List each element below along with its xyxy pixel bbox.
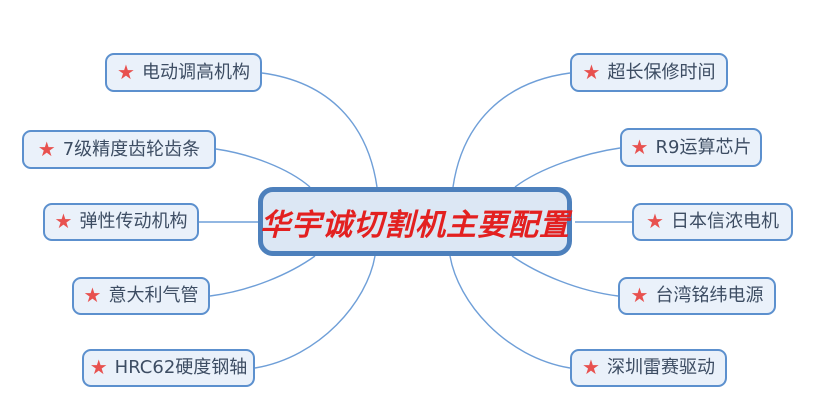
topic-label: HRC62硬度钢轴 [114, 357, 248, 378]
star-icon: ★ [54, 209, 73, 233]
star-icon: ★ [582, 59, 601, 84]
topic-label: 电动调高机构 [141, 61, 250, 83]
star-icon: ★ [37, 136, 56, 161]
connector-warranty [452, 72, 571, 188]
topic-label: 弹性传动机构 [79, 211, 188, 232]
star-icon: ★ [630, 134, 649, 159]
topic-label: 日本信浓电机 [670, 211, 779, 232]
node-long-warranty[interactable]: ★ 超长保修时间 [570, 53, 728, 92]
node-italian-air-pipe[interactable]: ★ 意大利气管 [72, 277, 210, 315]
node-mingwei-power[interactable]: ★ 台湾铭纬电源 [618, 277, 776, 315]
topic-label: 深圳雷赛驱动 [606, 357, 715, 378]
topic-label: 台湾铭纬电源 [655, 285, 764, 306]
connector-italian-air-pipe [209, 255, 316, 297]
star-icon: ★ [117, 59, 135, 84]
star-icon: ★ [89, 355, 108, 379]
topic-label: R9运算芯片 [655, 136, 752, 158]
node-leadshine-driver[interactable]: ★ 深圳雷赛驱动 [570, 349, 727, 387]
star-icon: ★ [630, 283, 649, 307]
node-electric-height-adjuster[interactable]: ★ 电动调高机构 [105, 53, 262, 92]
node-shinano-motor[interactable]: ★ 日本信浓电机 [632, 203, 793, 241]
node-gear-rack[interactable]: ★ 7级精度齿轮齿条 [22, 130, 216, 169]
node-hrc62-steel-shaft[interactable]: ★ HRC62硬度钢轴 [82, 349, 255, 387]
topic-label: 7级精度齿轮齿条 [62, 138, 201, 160]
topic-label: 意大利气管 [108, 285, 199, 306]
node-r9-chip[interactable]: ★ R9运算芯片 [620, 128, 762, 167]
connector-mingwei-power [511, 255, 619, 297]
connector-r9-chip [514, 147, 621, 188]
topic-label: 超长保修时间 [607, 61, 716, 83]
star-icon: ★ [646, 209, 664, 233]
connector-hrc62-steel-shaft [254, 255, 376, 369]
central-topic-label: 华宇诚切割机主要配置 [260, 207, 570, 243]
star-icon: ★ [582, 355, 600, 379]
connector-electric-height [261, 72, 378, 188]
connector-gear-rack [215, 148, 311, 188]
connector-leadshine-driver [449, 255, 571, 369]
star-icon: ★ [83, 283, 102, 307]
central-topic-node[interactable]: 华宇诚切割机主要配置 [258, 187, 572, 256]
node-elastic-transmission[interactable]: ★ 弹性传动机构 [43, 203, 199, 241]
